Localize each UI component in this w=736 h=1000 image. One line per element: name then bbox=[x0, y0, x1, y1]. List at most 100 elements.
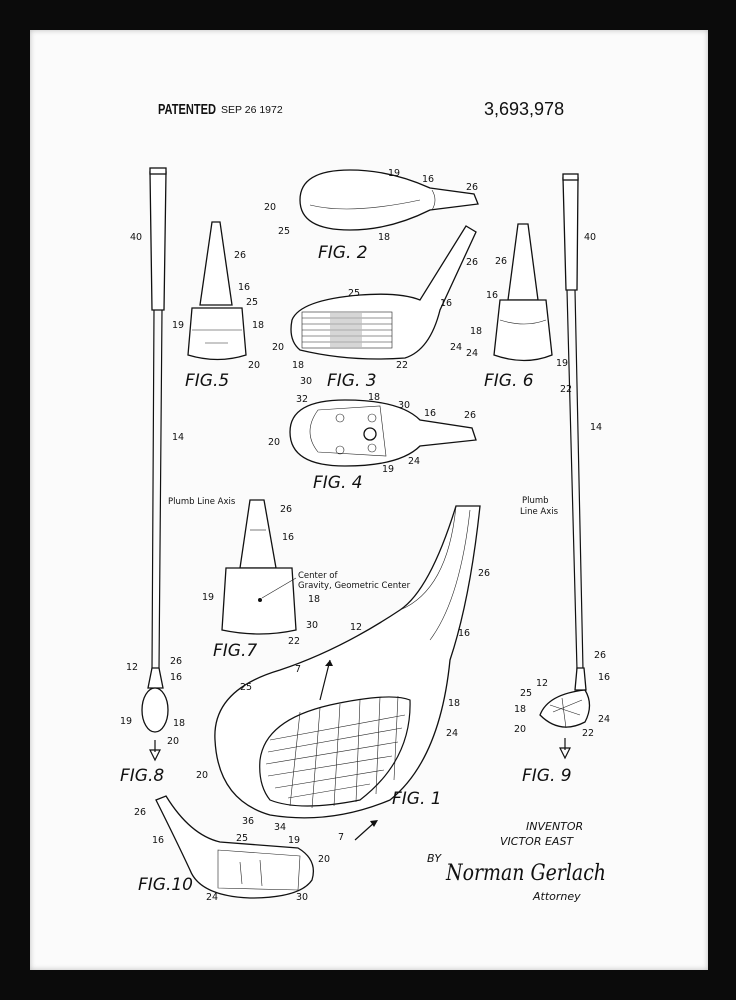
reference-numeral: 20 bbox=[264, 202, 276, 213]
reference-numeral: 18 bbox=[173, 718, 185, 729]
reference-numeral: 12 bbox=[126, 662, 138, 673]
reference-numeral: 24 bbox=[598, 714, 610, 725]
reference-numeral: 7 bbox=[338, 832, 344, 843]
reference-numeral: 26 bbox=[478, 568, 490, 579]
reference-numeral: 19 bbox=[382, 464, 394, 475]
fig5-label: FIG.5 bbox=[185, 371, 229, 391]
fig7-label: FIG.7 bbox=[213, 641, 257, 661]
reference-numeral: 12 bbox=[536, 678, 548, 689]
fig6-label: FIG. 6 bbox=[484, 371, 534, 391]
reference-numeral: 19 bbox=[172, 320, 184, 331]
reference-numeral: 20 bbox=[268, 437, 280, 448]
fig2-drawing bbox=[299, 169, 479, 231]
fig5-drawing bbox=[187, 221, 247, 361]
reference-numeral: 16 bbox=[424, 408, 436, 419]
reference-numeral: 26 bbox=[464, 410, 476, 421]
reference-numeral: 26 bbox=[280, 504, 292, 515]
center-of-gravity-2: Gravity, Geometric Center bbox=[298, 581, 411, 591]
reference-numeral: 20 bbox=[318, 854, 330, 865]
reference-numeral: 22 bbox=[396, 360, 408, 371]
reference-numeral: 18 bbox=[308, 594, 320, 605]
reference-numeral: 25 bbox=[348, 288, 360, 299]
reference-numeral: 18 bbox=[514, 704, 526, 715]
reference-numeral: 20 bbox=[272, 342, 284, 353]
patent-date: SEP 26 1972 bbox=[221, 104, 283, 116]
reference-numeral: 16 bbox=[170, 672, 182, 683]
reference-numeral: 26 bbox=[170, 656, 182, 667]
reference-numeral: 25 bbox=[236, 833, 248, 844]
reference-numeral: 24 bbox=[206, 892, 218, 903]
by-label: BY bbox=[427, 852, 442, 865]
reference-numeral: 18 bbox=[252, 320, 264, 331]
reference-numeral: 14 bbox=[172, 432, 184, 443]
inventor-name: VICTOR EAST bbox=[500, 835, 574, 848]
fig1-drawing bbox=[214, 505, 481, 841]
reference-numeral: 16 bbox=[422, 174, 434, 185]
fig1-label: FIG. 1 bbox=[392, 789, 442, 809]
reference-numeral: 19 bbox=[556, 358, 568, 369]
reference-numeral: 24 bbox=[466, 348, 478, 359]
reference-numeral: 25 bbox=[246, 297, 258, 308]
reference-numeral: 30 bbox=[398, 400, 410, 411]
reference-numeral: 20 bbox=[514, 724, 526, 735]
reference-numeral: 24 bbox=[446, 728, 458, 739]
reference-numeral: 36 bbox=[242, 816, 254, 827]
reference-numeral: 26 bbox=[466, 182, 478, 193]
reference-numeral: 19 bbox=[388, 168, 400, 179]
reference-numeral: 30 bbox=[306, 620, 318, 631]
reference-numeral: 16 bbox=[598, 672, 610, 683]
fig7-drawing bbox=[221, 499, 297, 635]
reference-numeral: 25 bbox=[240, 682, 252, 693]
reference-numeral: 14 bbox=[590, 422, 602, 433]
fig10-drawing bbox=[155, 795, 315, 899]
reference-numeral: 20 bbox=[167, 736, 179, 747]
reference-numeral: 22 bbox=[560, 384, 572, 395]
reference-numeral: 26 bbox=[594, 650, 606, 661]
fig10-label: FIG.10 bbox=[138, 875, 193, 895]
fig4-label: FIG. 4 bbox=[313, 473, 363, 493]
fig4-drawing bbox=[289, 399, 477, 467]
reference-numeral: 30 bbox=[300, 376, 312, 387]
reference-numeral: 22 bbox=[582, 728, 594, 739]
center-of-gravity-1: Center of bbox=[298, 571, 339, 581]
reference-numeral: 24 bbox=[408, 456, 420, 467]
fig3-drawing bbox=[290, 225, 477, 360]
reference-numeral: 19 bbox=[120, 716, 132, 727]
reference-numeral: 40 bbox=[584, 232, 596, 243]
fig8-label: FIG.8 bbox=[120, 766, 164, 786]
reference-numeral: 32 bbox=[296, 394, 308, 405]
attorney-label: Attorney bbox=[532, 890, 581, 903]
fig3-label: FIG. 3 bbox=[327, 371, 377, 391]
inventor-title: INVENTOR bbox=[526, 820, 583, 833]
reference-numeral: 26 bbox=[234, 250, 246, 261]
reference-numeral: 16 bbox=[458, 628, 470, 639]
reference-numeral: 16 bbox=[282, 532, 294, 543]
reference-numerals: 40 14 12 26 16 19 18 20 19 16 26 20 25 18 26 16 25 19 18 20… bbox=[120, 168, 610, 903]
reference-numeral: 26 bbox=[134, 807, 146, 818]
reference-numeral: 18 bbox=[292, 360, 304, 371]
fig8-club-drawing bbox=[141, 167, 169, 762]
fig6-drawing bbox=[493, 223, 553, 362]
reference-numeral: 30 bbox=[296, 892, 308, 903]
reference-numeral: 16 bbox=[440, 298, 452, 309]
reference-numeral: 18 bbox=[368, 392, 380, 403]
reference-numeral: 25 bbox=[278, 226, 290, 237]
reference-numeral: 16 bbox=[152, 835, 164, 846]
reference-numeral: 18 bbox=[448, 698, 460, 709]
reference-numeral: 7 bbox=[295, 664, 301, 675]
reference-numeral: 19 bbox=[202, 592, 214, 603]
reference-numeral: 34 bbox=[274, 822, 286, 833]
reference-numeral: 19 bbox=[288, 835, 300, 846]
fig2-label: FIG. 2 bbox=[318, 243, 368, 263]
patent-number: 3,693,978 bbox=[484, 99, 564, 119]
reference-numeral: 26 bbox=[495, 256, 507, 267]
patented-label: PATENTED bbox=[158, 101, 216, 118]
fig9-label: FIG. 9 bbox=[522, 766, 572, 786]
reference-numeral: 20 bbox=[248, 360, 260, 371]
reference-numeral: 40 bbox=[130, 232, 142, 243]
reference-numeral: 16 bbox=[238, 282, 250, 293]
reference-numeral: 22 bbox=[288, 636, 300, 647]
reference-numeral: 24 bbox=[450, 342, 462, 353]
reference-numeral: 26 bbox=[466, 257, 478, 268]
